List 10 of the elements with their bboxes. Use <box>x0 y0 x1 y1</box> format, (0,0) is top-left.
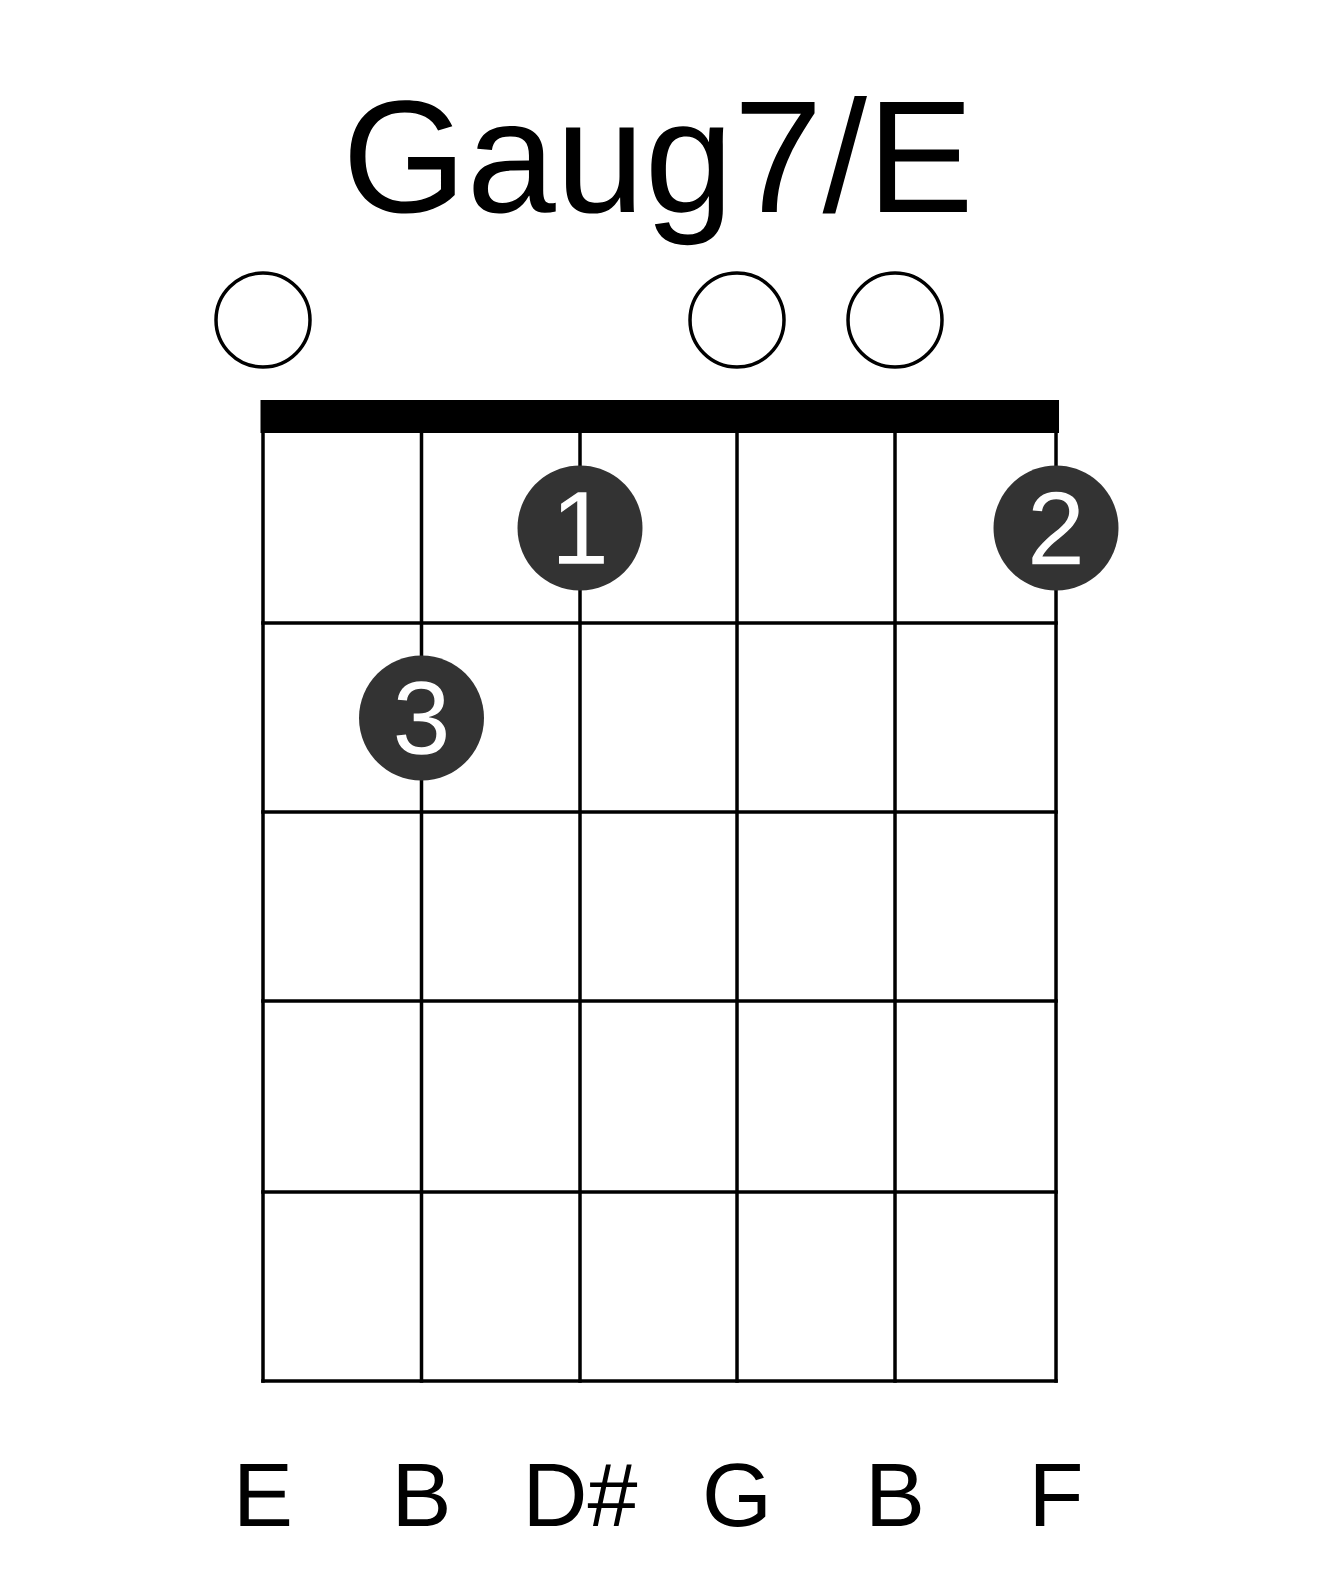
open-string-marker <box>846 271 944 369</box>
string-note-label: B <box>872 1464 921 1526</box>
string-note-label: E <box>240 1464 290 1526</box>
string-note-label: B <box>398 1464 447 1526</box>
string-note-label: F <box>1035 1464 1080 1526</box>
open-string-marker <box>688 271 786 369</box>
chord-title: Gaug7/E <box>350 96 967 246</box>
open-string-marker <box>214 271 312 369</box>
string-note-label: G <box>706 1463 766 1527</box>
string-note-label: D# <box>529 1464 638 1526</box>
